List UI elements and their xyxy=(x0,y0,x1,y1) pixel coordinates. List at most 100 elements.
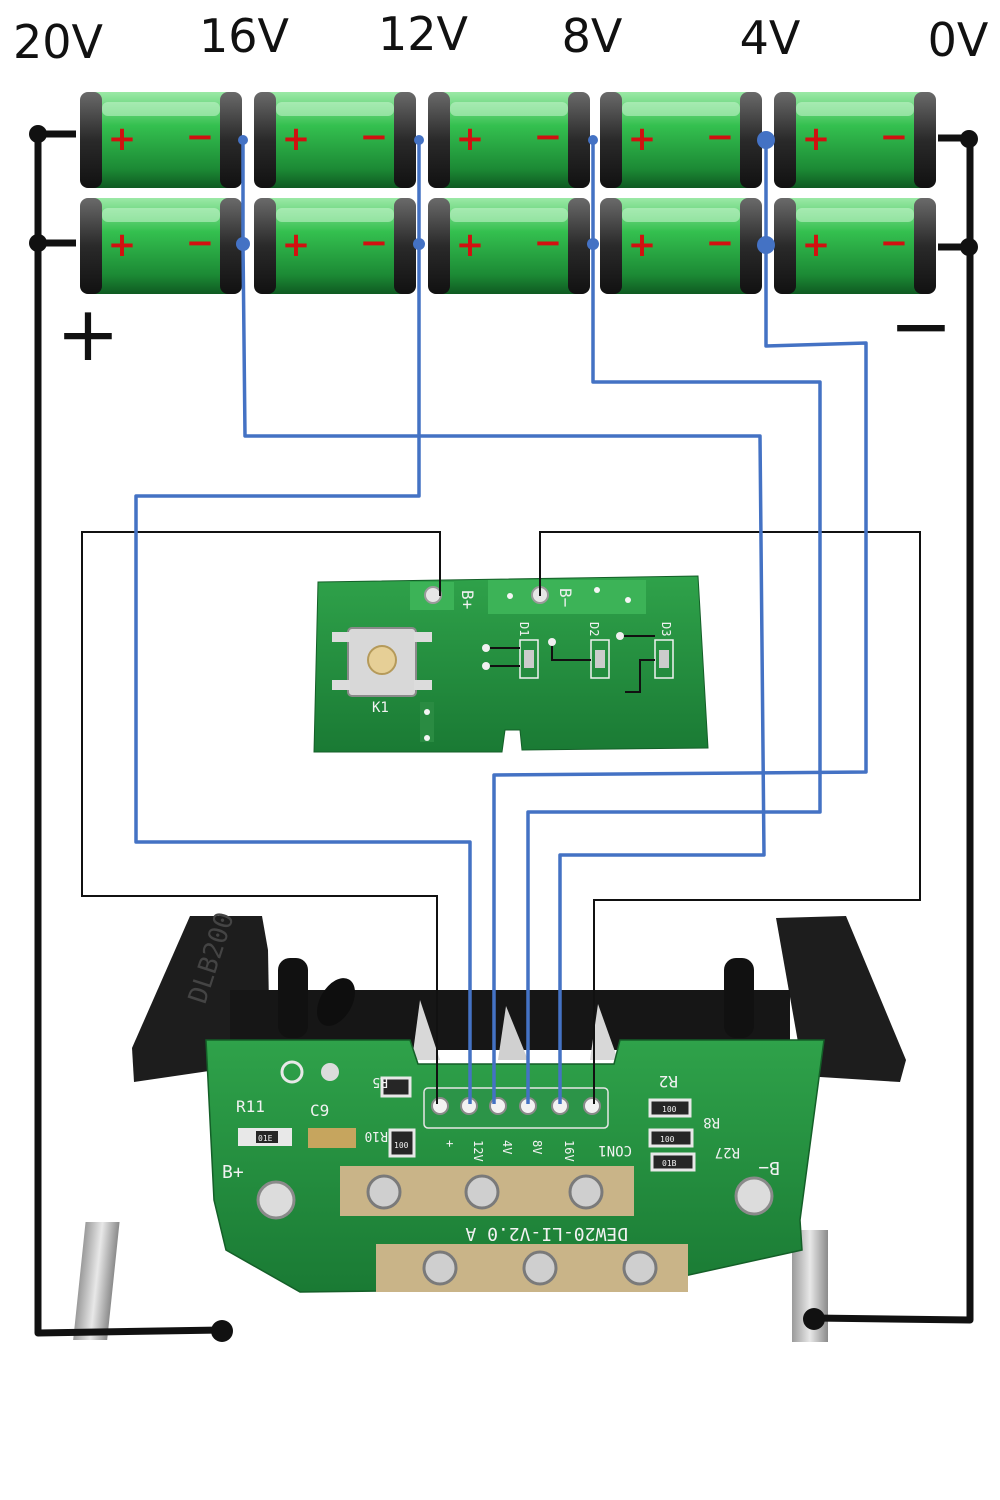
junction-positive-top xyxy=(29,125,47,143)
cell-highlight xyxy=(450,102,568,116)
cell-cap-left xyxy=(600,198,622,294)
battery-cell: +− xyxy=(774,92,936,188)
screw-4 xyxy=(422,1250,458,1286)
junction-4v-bottom xyxy=(757,236,775,254)
trace-pad xyxy=(420,702,434,742)
thermistor xyxy=(317,978,356,1026)
battery-cell: +− xyxy=(254,198,416,294)
smd-c9 xyxy=(308,1128,356,1148)
cell-cap-left xyxy=(428,92,450,188)
battery-cell: +− xyxy=(600,198,762,294)
board-model: DEW20-LI-V2.0 A xyxy=(465,1223,628,1244)
metal-tab-positive xyxy=(73,1222,120,1340)
smd-r2 xyxy=(648,1098,692,1118)
cell-cap-right xyxy=(740,198,762,294)
contact-blade-2 xyxy=(498,1006,528,1060)
pack-main-wires xyxy=(34,130,974,1337)
cell-cap-right xyxy=(568,92,590,188)
cell-highlight xyxy=(796,102,914,116)
label-r27: R27 xyxy=(715,1144,740,1160)
cell-plus-sign: + xyxy=(628,119,657,159)
contact-blade-1 xyxy=(412,1000,440,1060)
cell-highlight xyxy=(796,208,914,222)
wire-4v-balance xyxy=(492,140,868,1104)
cell-cap-right xyxy=(740,92,762,188)
junction-negative-bottom xyxy=(960,238,978,256)
cell-plus-sign: + xyxy=(456,119,485,159)
label-con1: CON1 xyxy=(598,1142,632,1158)
label-r11: R11 xyxy=(236,1097,265,1116)
mounting-ring xyxy=(280,1060,304,1084)
led-d3-label: D3 xyxy=(659,622,673,636)
cell-cap-left xyxy=(774,92,796,188)
cell-minus-sign: − xyxy=(880,223,909,263)
smd-r27 xyxy=(650,1152,696,1172)
bplus-solder-lug xyxy=(256,1180,296,1220)
cell-highlight xyxy=(102,102,220,116)
label-r2: R2 xyxy=(659,1072,678,1091)
junction-positive-bottom xyxy=(29,234,47,252)
battery-cell: +− xyxy=(80,92,242,188)
b-minus-label: B− xyxy=(556,588,575,607)
screw-1 xyxy=(366,1174,402,1210)
label-r8: R8 xyxy=(703,1114,720,1130)
via-5 xyxy=(424,735,430,741)
cell-cap-left xyxy=(80,198,102,294)
pack-positive-sign: + xyxy=(56,289,120,378)
cell-cap-left xyxy=(254,198,276,294)
label-r10: R10 xyxy=(365,1128,388,1143)
button-lead-1 xyxy=(332,632,350,642)
battery-cell: +− xyxy=(428,92,590,188)
led-d2-label: D2 xyxy=(587,622,601,636)
cell-plus-sign: + xyxy=(108,119,137,159)
balance-wires xyxy=(134,140,868,1104)
button-lead-4 xyxy=(414,680,432,690)
label-bminus: B− xyxy=(758,1157,780,1178)
cell-plus-sign: + xyxy=(802,119,831,159)
junction-tab-negative xyxy=(803,1308,825,1330)
cell-plus-sign: + xyxy=(628,225,657,265)
cell-plus-sign: + xyxy=(108,225,137,265)
wire-pack-positive xyxy=(34,130,223,1337)
positive-pad xyxy=(424,586,442,604)
label-c9: C9 xyxy=(310,1101,329,1120)
balance-connector xyxy=(423,1087,609,1129)
via-6 xyxy=(482,644,490,652)
wire-8v-balance xyxy=(526,140,822,1104)
via-1 xyxy=(507,593,513,599)
pin-label-4v: 4V xyxy=(500,1140,514,1154)
voltage-label-4v: 4V xyxy=(740,11,801,65)
battery-cell: +− xyxy=(774,198,936,294)
pin-label-8v: 8V xyxy=(530,1140,544,1154)
smd-code-3: 100 xyxy=(660,1135,675,1144)
cell-highlight xyxy=(622,102,740,116)
smd-code-2: 100 xyxy=(394,1141,409,1150)
junction-negative-top xyxy=(960,130,978,148)
battery-cell: +− xyxy=(600,92,762,188)
via-large xyxy=(321,1063,339,1081)
board-power-wires xyxy=(81,531,921,1104)
holder-post-right xyxy=(724,958,754,1038)
smd-code-1: 01E xyxy=(258,1134,273,1143)
indicator-board: B+ B− K1 D1 D2 D3 xyxy=(313,575,709,753)
cell-cap-left xyxy=(774,198,796,294)
wire-pack-negative xyxy=(813,134,974,1324)
junction-dots xyxy=(29,125,978,1342)
cell-minus-sign: − xyxy=(534,223,563,263)
cell-highlight xyxy=(102,208,220,222)
cell-cap-right xyxy=(394,92,416,188)
balance-junction-dots xyxy=(236,131,775,254)
cell-plus-sign: + xyxy=(282,225,311,265)
via-3 xyxy=(625,597,631,603)
indicator-traces xyxy=(486,635,655,693)
via-4 xyxy=(424,709,430,715)
cell-minus-sign: − xyxy=(186,117,215,157)
junction-16v-bottom xyxy=(236,237,250,251)
pin-label-plus: + xyxy=(443,1140,457,1147)
cell-minus-sign: − xyxy=(880,117,909,157)
connector-pin-plus xyxy=(431,1097,449,1115)
cell-cap-left xyxy=(254,92,276,188)
cell-minus-sign: − xyxy=(186,223,215,263)
led-d1-label: D1 xyxy=(517,622,531,636)
